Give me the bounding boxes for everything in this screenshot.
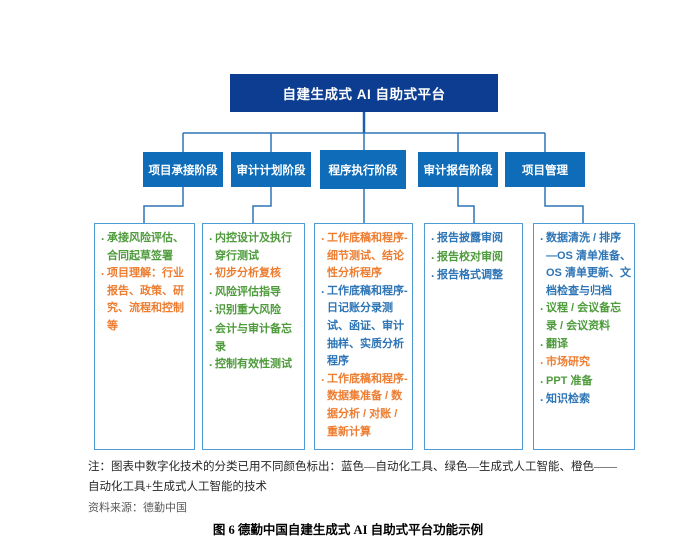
bullet-icon: ·: [540, 356, 544, 371]
list-item-text: 市场研究: [546, 356, 590, 369]
elbow-stage-1: [143, 187, 184, 223]
bullet-icon: ·: [321, 372, 325, 387]
list-item: · 知识检索: [538, 391, 631, 410]
list-item: · 报告披露审阅: [429, 230, 519, 249]
list-item: · 项目理解：行业报告、政策、研究、流程和控制等: [99, 265, 191, 335]
list-item: · 内控设计及执行穿行测试: [207, 230, 301, 265]
list-item: · 初步分析复核: [207, 265, 301, 284]
detail-box-audit-reporting: · 报告披露审阅 · 报告校对审阅 · 报告格式调整: [424, 223, 523, 450]
list-item: · 识别重大风险: [207, 302, 301, 321]
elbow-stage-4: [457, 187, 475, 223]
bullet-icon: ·: [540, 302, 544, 317]
list-item-text: 初步分析复核: [215, 267, 281, 280]
list-item-text: 翻译: [546, 337, 568, 350]
list-item-text: 报告披露审阅: [437, 232, 503, 244]
list-item: · 会计与审计备忘录: [207, 321, 301, 356]
list-item: · 风险评估指导: [207, 284, 301, 303]
detail-box-procedure-execution: · 工作底稿和程序-细节测试、结论性分析程序 · 工作底稿和程序-日记账分录测试…: [314, 223, 413, 450]
list-item: · 议程 / 会议备忘录 / 会议资料: [538, 300, 631, 335]
list-item-text: 报告校对审阅: [437, 250, 503, 263]
list-item-text: 识别重大风险: [215, 304, 281, 317]
bullet-icon: ·: [209, 322, 213, 337]
bullet-icon: ·: [431, 232, 435, 246]
list-item: · 工作底稿和程序-日记账分录测试、函证、审计抽样、实质分析程序: [319, 283, 409, 371]
list-item-text: 数据清洗 / 排序—OS 清单准备、OS 清单更新、文档检查与归档: [546, 232, 631, 297]
elbow-stage-5: [544, 187, 584, 223]
list-item: · 数据清洗 / 排序—OS 清单准备、OS 清单更新、文档检查与归档: [538, 230, 631, 300]
detail-box-project-acceptance: · 承接风险评估、合同起草签署 · 项目理解：行业报告、政策、研究、流程和控制等: [94, 223, 195, 450]
list-item-text: 风险评估指导: [215, 285, 281, 298]
bullet-icon: ·: [540, 393, 544, 408]
list-item-text: 承接风险评估、合同起草签署: [107, 232, 184, 262]
list-item: · 承接风险评估、合同起草签署: [99, 230, 191, 265]
bullet-icon: ·: [209, 267, 213, 282]
bullet-icon: ·: [431, 250, 435, 265]
list-item: · 翻译: [538, 336, 631, 355]
stage-box-project-acceptance: 项目承接阶段: [143, 152, 223, 187]
list-item-text: 项目理解：行业报告、政策、研究、流程和控制等: [107, 267, 184, 332]
list-item-text: 工作底稿和程序-数据集准备 / 数据分析 / 对账 / 重新计算: [327, 372, 408, 438]
bullet-icon: ·: [321, 232, 325, 246]
list-item-text: 控制有效性测试: [215, 358, 292, 371]
figure-caption: 图 6 德勤中国自建生成式 AI 自助式平台功能示例: [212, 523, 484, 537]
list-item: · 工作底稿和程序-细节测试、结论性分析程序: [319, 230, 409, 283]
bullet-icon: ·: [209, 304, 213, 319]
stage-box-procedure-execution: 程序执行阶段: [320, 150, 406, 189]
list-item-text: 工作底稿和程序-细节测试、结论性分析程序: [327, 232, 408, 280]
detail-box-audit-planning: · 内控设计及执行穿行测试 · 初步分析复核 · 风险评估指导 · 识别重大风险…: [202, 223, 305, 450]
figure-note: 注：图表中数字化技术的分类已用不同颜色标出：蓝色—自动化工具、绿色—生成式人工智…: [88, 461, 617, 494]
list-item-text: 报告格式调整: [437, 269, 503, 282]
list-item: · PPT 准备: [538, 373, 631, 392]
bullet-icon: ·: [540, 374, 544, 389]
list-item-text: 工作底稿和程序-日记账分录测试、函证、审计抽样、实质分析程序: [327, 284, 408, 368]
elbow-stage-2: [252, 187, 272, 223]
list-item-text: 议程 / 会议备忘录 / 会议资料: [546, 302, 622, 332]
bullet-icon: ·: [431, 269, 435, 284]
list-item-text: 会计与审计备忘录: [215, 322, 292, 353]
figure-source: 资料来源：德勤中国: [88, 502, 187, 514]
list-item: · 报告格式调整: [429, 267, 519, 286]
list-item-text: PPT 准备: [546, 374, 593, 387]
stage-box-audit-planning: 审计计划阶段: [231, 152, 311, 187]
bullet-icon: ·: [209, 232, 213, 246]
bullet-icon: ·: [209, 358, 213, 373]
stage-box-project-management: 项目管理: [505, 152, 585, 187]
detail-box-project-management: · 数据清洗 / 排序—OS 清单准备、OS 清单更新、文档检查与归档 · 议程…: [533, 223, 635, 450]
bullet-icon: ·: [209, 285, 213, 300]
bullet-icon: ·: [321, 284, 325, 299]
list-item: · 报告校对审阅: [429, 249, 519, 268]
list-item-text: 内控设计及执行穿行测试: [215, 232, 292, 262]
bullet-icon: ·: [101, 267, 105, 282]
bullet-icon: ·: [101, 232, 105, 246]
stage-box-audit-reporting: 审计报告阶段: [418, 152, 498, 187]
root-node-platform: 自建生成式 AI 自助式平台: [230, 74, 498, 112]
bullet-icon: ·: [540, 232, 544, 246]
list-item-text: 知识检索: [546, 393, 590, 406]
list-item: · 控制有效性测试: [207, 356, 301, 375]
list-item: · 工作底稿和程序-数据集准备 / 数据分析 / 对账 / 重新计算: [319, 371, 409, 441]
list-item: · 市场研究: [538, 354, 631, 373]
bullet-icon: ·: [540, 337, 544, 352]
